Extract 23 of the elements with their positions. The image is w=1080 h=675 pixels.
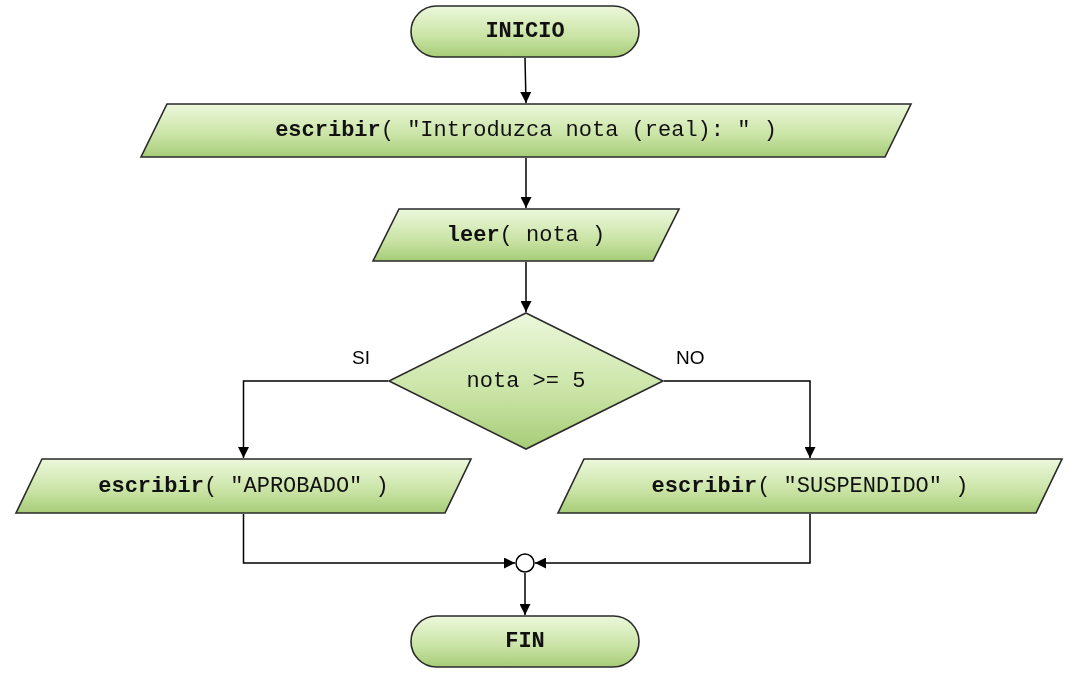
io-parallelogram xyxy=(557,458,1063,514)
decision-diamond xyxy=(388,312,664,450)
arrow xyxy=(519,572,531,616)
io-parallelogram xyxy=(140,103,912,158)
arrow xyxy=(534,513,811,569)
node-text: nota >= 5 xyxy=(466,368,586,394)
connector-circle xyxy=(515,553,535,573)
io-parallelogram xyxy=(15,458,472,514)
node-text: leer( nota ) xyxy=(446,222,606,248)
arrow xyxy=(663,380,816,459)
node-text: FIN xyxy=(505,629,545,654)
arrow xyxy=(520,57,532,104)
node-text: escribir( "APROBADO" ) xyxy=(98,473,389,499)
node-text: escribir( "SUSPENDIDO" ) xyxy=(651,473,969,499)
terminal-box xyxy=(410,615,640,668)
arrow xyxy=(520,157,532,209)
arrow xyxy=(242,513,516,569)
node-text: escribir( "Introduzca nota (real): " ) xyxy=(275,118,777,143)
node-text: INICIO xyxy=(485,19,565,44)
io-parallelogram xyxy=(372,208,680,262)
terminal-box xyxy=(410,5,640,58)
arrow xyxy=(238,380,389,459)
arrow xyxy=(520,261,532,313)
